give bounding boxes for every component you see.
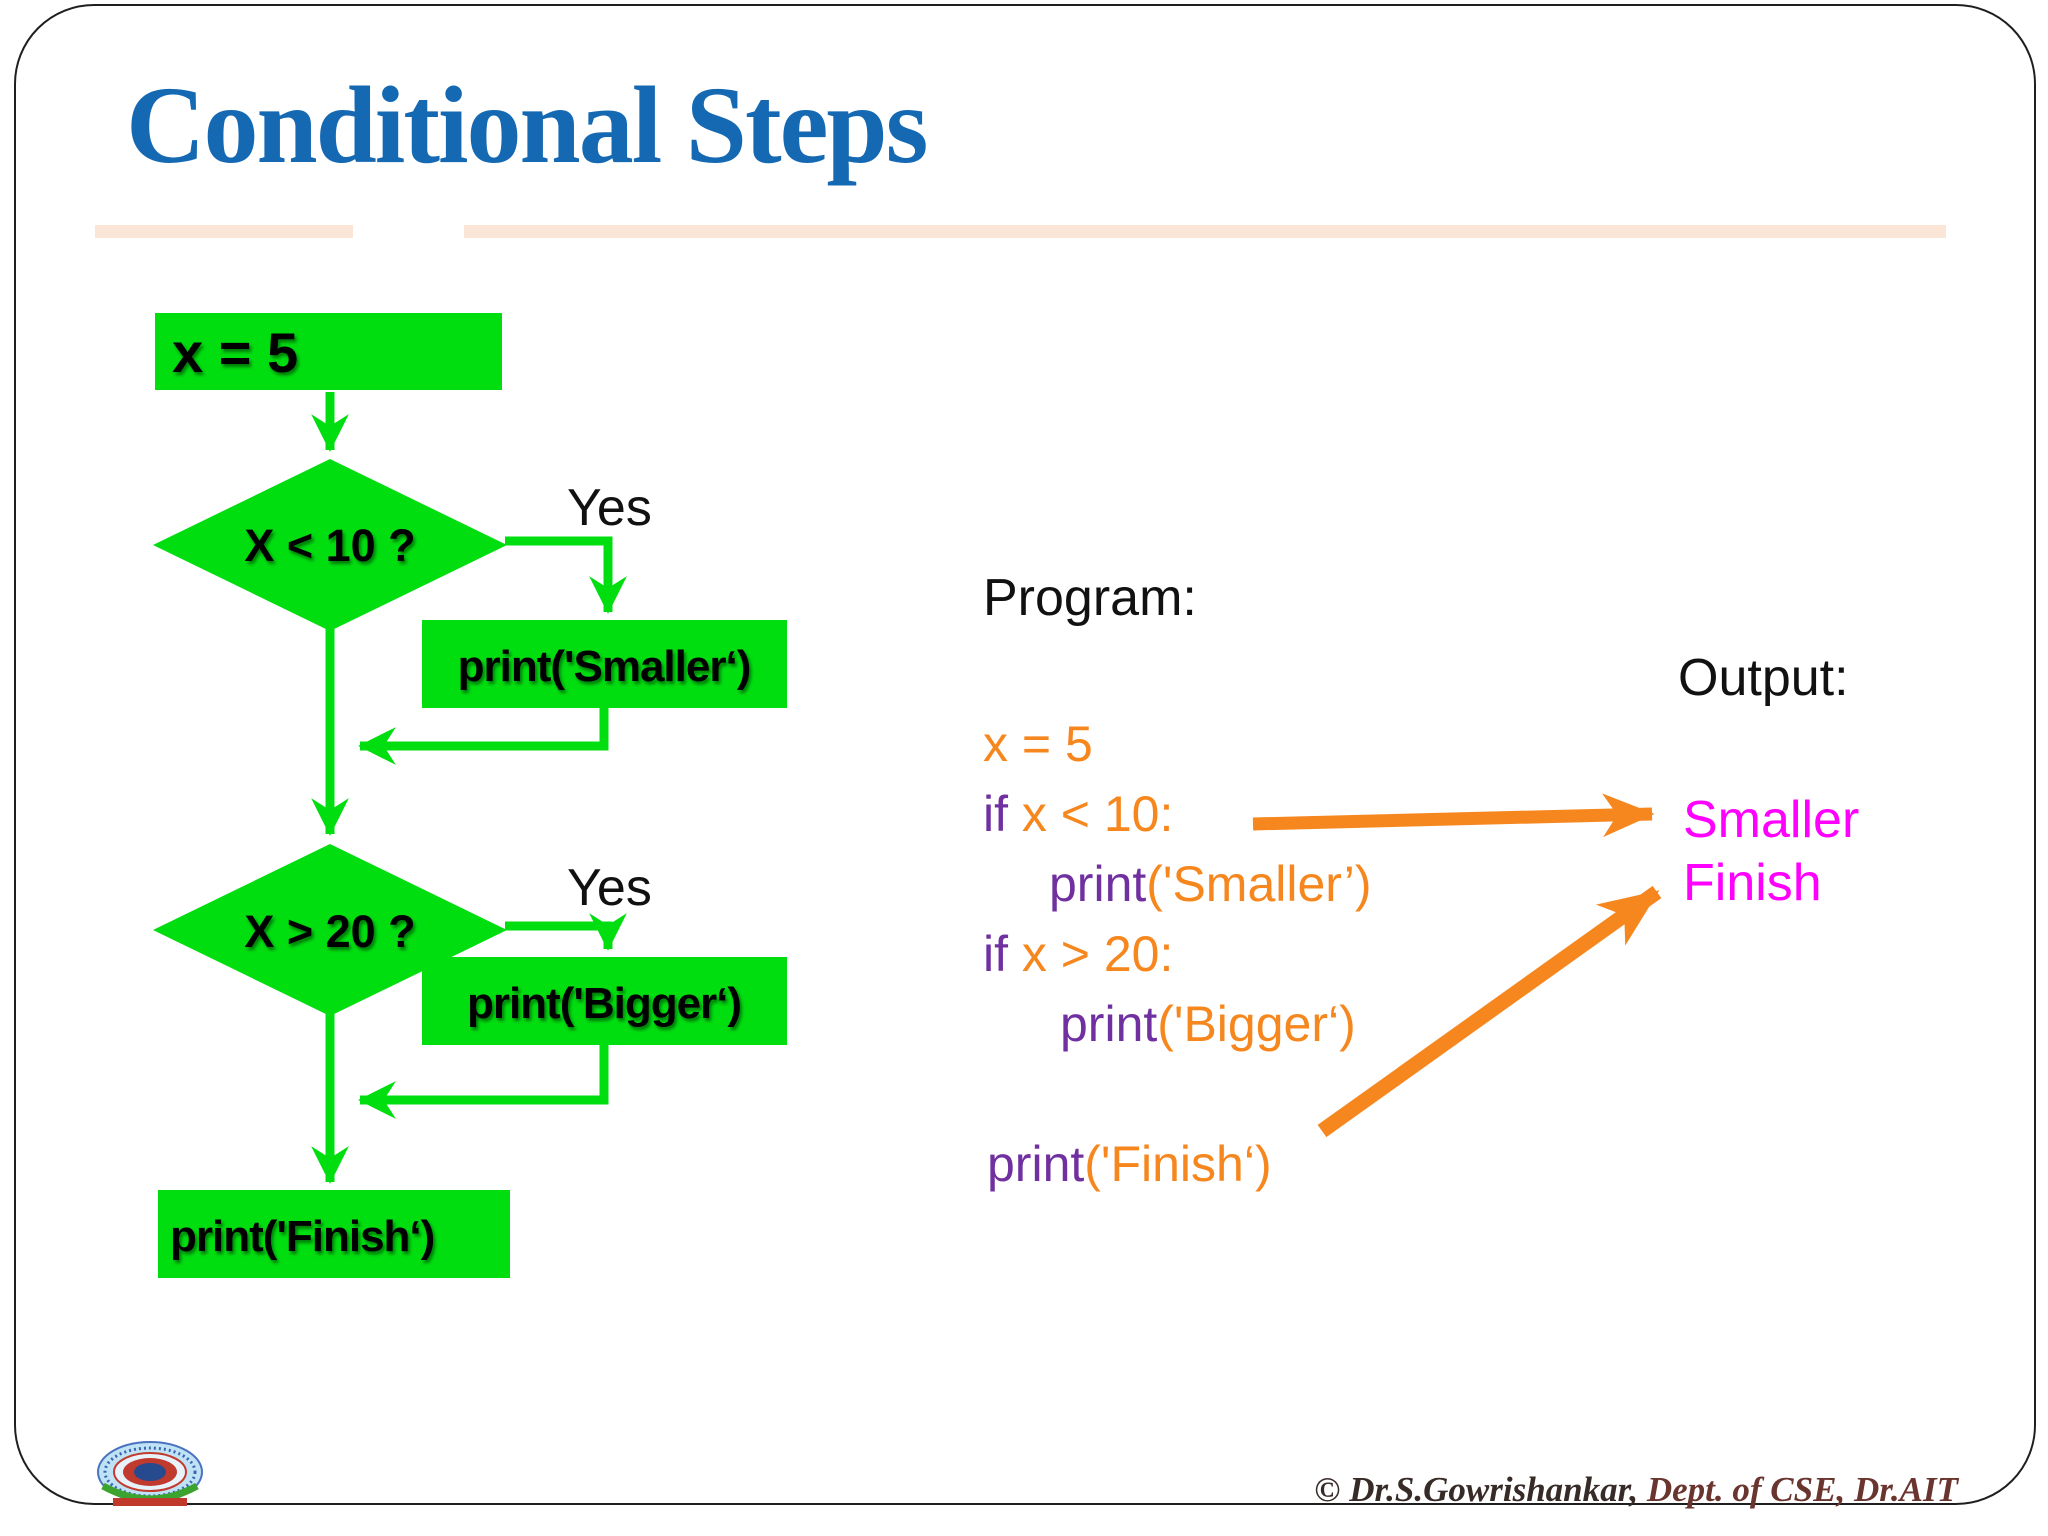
arrow-if-to-smaller-output [1252, 793, 1655, 838]
code-token: ('Bigger‘) [1157, 996, 1356, 1052]
code-keyword: print [1060, 996, 1158, 1052]
code-keyword: if [983, 926, 1008, 982]
output-line-finish: Finish [1683, 854, 1822, 912]
slide-border [14, 4, 2036, 1505]
flow-bigger-label: print('Bigger‘) [467, 979, 741, 1028]
program-line-print-smaller: print('Smaller’) [1049, 855, 1372, 913]
connector-decision1-yes-branch [505, 536, 627, 614]
title-underline-left [95, 225, 353, 238]
code-token: x > 20: [1008, 926, 1174, 982]
flow-yes2-label: Yes [567, 859, 652, 917]
flow-start-label: x = 5 [172, 321, 298, 384]
program-line-if2: if x > 20: [983, 925, 1173, 983]
flow-decision1-label: X < 10 ? [244, 520, 415, 571]
connector-bigger-return [358, 1045, 609, 1119]
footer-dept: Dept. of CSE, Dr.AIT [1638, 1470, 1958, 1509]
program-line-print-finish: print('Finish‘) [987, 1135, 1272, 1193]
output-line-smaller: Smaller [1683, 791, 1860, 849]
code-keyword: print [987, 1136, 1085, 1192]
program-line-print-bigger: print('Bigger‘) [1060, 995, 1356, 1053]
institution-logo [97, 1441, 203, 1506]
flow-decision2-diamond [153, 844, 507, 1016]
logo-center [134, 1463, 166, 1481]
code-token: x = 5 [983, 716, 1093, 772]
logo-banner [113, 1498, 187, 1506]
program-heading: Program: [983, 569, 1197, 627]
arrow-finish-to-output [1317, 885, 1662, 1138]
output-heading: Output: [1678, 649, 1849, 707]
connector-smaller-return [358, 708, 609, 765]
flow-decision1-diamond [153, 459, 507, 631]
flow-bigger-box [422, 957, 787, 1045]
program-line-assign: x = 5 [983, 715, 1093, 773]
flow-smaller-box [422, 620, 787, 708]
code-keyword: print [1049, 856, 1147, 912]
code-token: ('Finish‘) [1084, 1136, 1272, 1192]
code-token: ('Smaller’) [1146, 856, 1372, 912]
flow-finish-box [158, 1190, 510, 1278]
connector-decision2-yes-branch [505, 913, 627, 951]
program-line-if1: if x < 10: [983, 785, 1173, 843]
title-underline-right [464, 225, 1946, 238]
flow-start-box [155, 313, 502, 390]
flow-yes1-label: Yes [567, 479, 652, 537]
code-token: x < 10: [1008, 786, 1174, 842]
footer-credit: © Dr.S.Gowrishankar, Dept. of CSE, Dr.AI… [1314, 1470, 1958, 1510]
flow-finish-label: print('Finish‘) [170, 1212, 434, 1261]
flow-decision2-label: X > 20 ? [244, 906, 415, 957]
footer-copyright: © Dr.S.Gowrishankar, [1314, 1470, 1639, 1509]
page-title: Conditional Steps [126, 64, 928, 186]
flow-smaller-label: print('Smaller‘) [458, 642, 751, 691]
code-keyword: if [983, 786, 1008, 842]
